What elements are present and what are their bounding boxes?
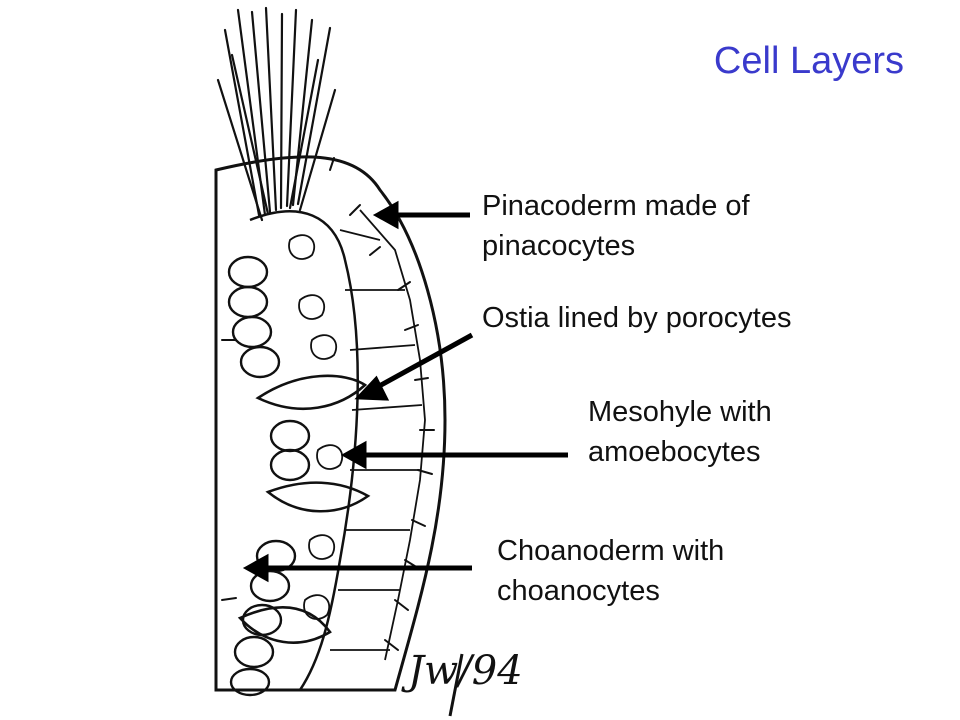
cell-spines <box>221 157 435 651</box>
artist-signature: Jw/94 <box>408 648 523 694</box>
ostia-label-line1: Ostia lined by porocytes <box>482 302 792 334</box>
choanoderm-label-line1: Choanoderm with <box>497 535 725 567</box>
mesohyle-label-line2: amoebocytes <box>588 436 761 468</box>
choanocyte-cells <box>227 255 311 697</box>
choanoderm-label-line2: choanocytes <box>497 575 660 607</box>
pinacoderm-label-line1: Pinacoderm made of <box>482 190 750 222</box>
porocyte-cells <box>237 374 371 644</box>
choanoderm-label: Choanoderm with choanocytes <box>497 531 817 611</box>
mesohyle-label: Mesohyle with amoebocytes <box>588 392 908 472</box>
pinacocyte-cells <box>330 209 426 661</box>
flagella-bundle <box>216 6 337 222</box>
signature-slash <box>448 653 464 717</box>
label-arrows <box>242 200 568 583</box>
slide-title: Cell Layers <box>713 40 904 82</box>
pinacoderm-label: Pinacoderm made of pinacocytes <box>482 186 862 266</box>
amoebocyte-cells <box>288 234 343 620</box>
pinacoderm-label-line2: pinacocytes <box>482 230 636 262</box>
ostia-label: Ostia lined by porocytes <box>482 298 902 338</box>
mesohyle-label-line1: Mesohyle with <box>588 396 772 428</box>
